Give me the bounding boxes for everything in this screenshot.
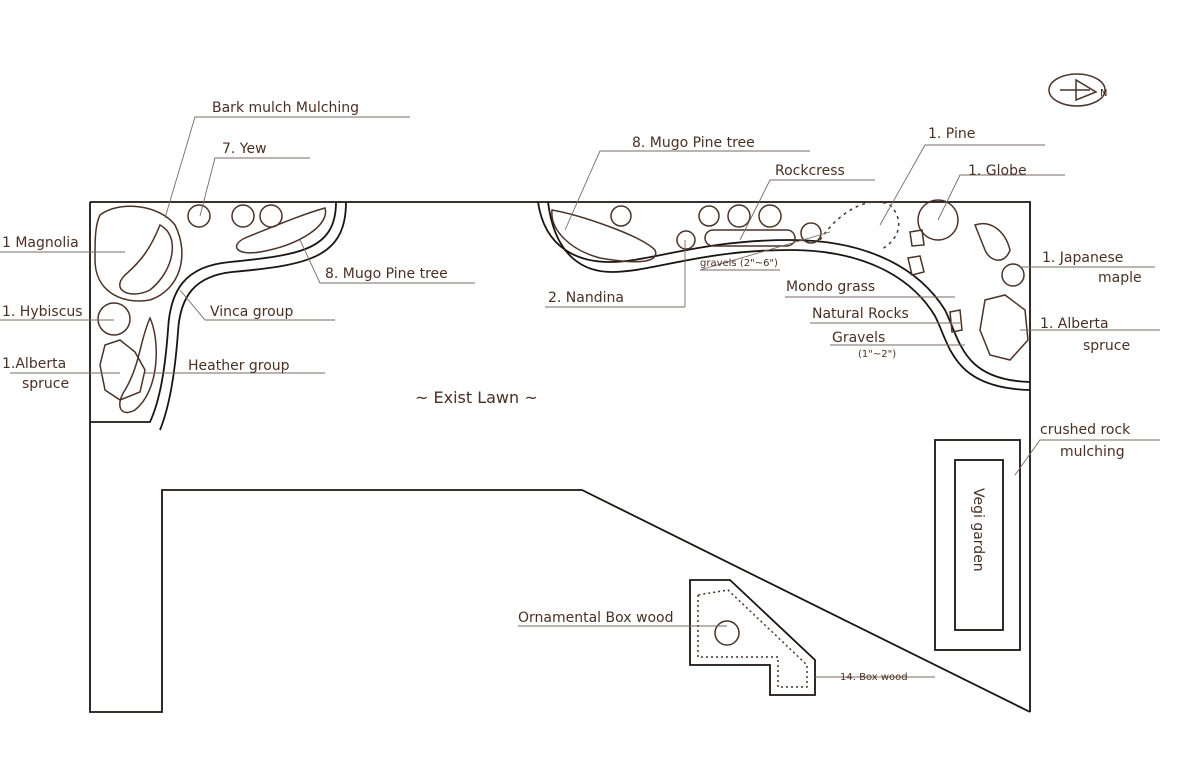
label-gravels-large: gravels (2"~6") (700, 258, 778, 269)
yew-symbol (231, 204, 255, 228)
japanese-maple-symbol (1001, 263, 1025, 287)
nandina-symbol (800, 222, 822, 244)
label-boxwood: 14. Box wood (840, 672, 908, 683)
label-crushed-rock-2: mulching (1060, 444, 1125, 460)
label-crushed-rock: crushed rock (1040, 422, 1131, 438)
label-nandina: 2. Nandina (548, 290, 624, 306)
plants-right (551, 199, 1029, 361)
compass-letter: N (1100, 88, 1107, 99)
hibiscus-symbol (97, 302, 131, 336)
label-alberta-right-2: spruce (1083, 338, 1130, 354)
label-japanese-maple-2: maple (1098, 270, 1142, 286)
property-boundary (89, 201, 1031, 713)
label-mugo-pine-left: 8. Mugo Pine tree (325, 266, 448, 282)
alberta-spruce-symbol (979, 294, 1029, 361)
label-lawn: ~ Exist Lawn ~ (415, 388, 538, 407)
rockcress-bed-symbol (704, 229, 796, 247)
label-mugo-pine-right: 8. Mugo Pine tree (632, 135, 755, 151)
label-rockcress: Rockcress (775, 163, 845, 179)
alberta-spruce-symbol (99, 339, 146, 401)
natural-rock-symbol (909, 229, 925, 247)
vinca-bed-symbol (119, 223, 174, 295)
leader-lines (0, 116, 1160, 678)
label-alberta-left-2: spruce (22, 376, 69, 392)
yew-symbol (187, 204, 211, 228)
label-gravels-small-2: (1"~2") (858, 349, 896, 360)
label-vinca: Vinca group (210, 304, 294, 320)
nandina-symbol (676, 230, 696, 250)
label-mondo-grass: Mondo grass (786, 279, 875, 295)
globe-symbol (917, 199, 959, 241)
label-gravels-small: Gravels (832, 330, 885, 346)
label-ornamental-boxwood: Ornamental Box wood (518, 610, 673, 626)
label-natural-rocks: Natural Rocks (812, 306, 909, 322)
label-yew: 7. Yew (222, 141, 267, 157)
plants-left (94, 204, 327, 414)
label-magnolia: 1 Magnolia (2, 235, 79, 251)
label-globe: 1. Globe (968, 163, 1027, 179)
left-bed-edging (90, 201, 347, 431)
label-bark-mulch: Bark mulch Mulching (212, 100, 359, 116)
label-pine: 1. Pine (928, 126, 975, 142)
mugo-pine-bed-symbol (551, 209, 657, 263)
label-hibiscus: 1. Hybiscus (2, 304, 83, 320)
label-heather: Heather group (188, 358, 290, 374)
mugo-pine-bed-symbol (235, 207, 327, 254)
natural-rock-symbol (974, 223, 1011, 261)
label-vegi-garden: Vegi garden (970, 488, 986, 572)
plan-labels: Bark mulch Mulching 7. Yew 1 Magnolia 8.… (2, 100, 1142, 683)
label-alberta-left: 1.Alberta (2, 356, 66, 372)
natural-rock-symbol (907, 255, 925, 276)
pine-symbol (819, 201, 900, 251)
boxwood-bed (689, 579, 816, 696)
natural-rock-symbol (949, 309, 963, 333)
heather-bed-symbol (119, 316, 157, 414)
vegi-garden-bed (934, 439, 1021, 651)
label-japanese-maple: 1. Japanese (1042, 250, 1123, 266)
north-arrow-icon: N (1048, 73, 1107, 107)
label-alberta-right: 1. Alberta (1040, 316, 1109, 332)
magnolia-symbol (94, 205, 183, 302)
